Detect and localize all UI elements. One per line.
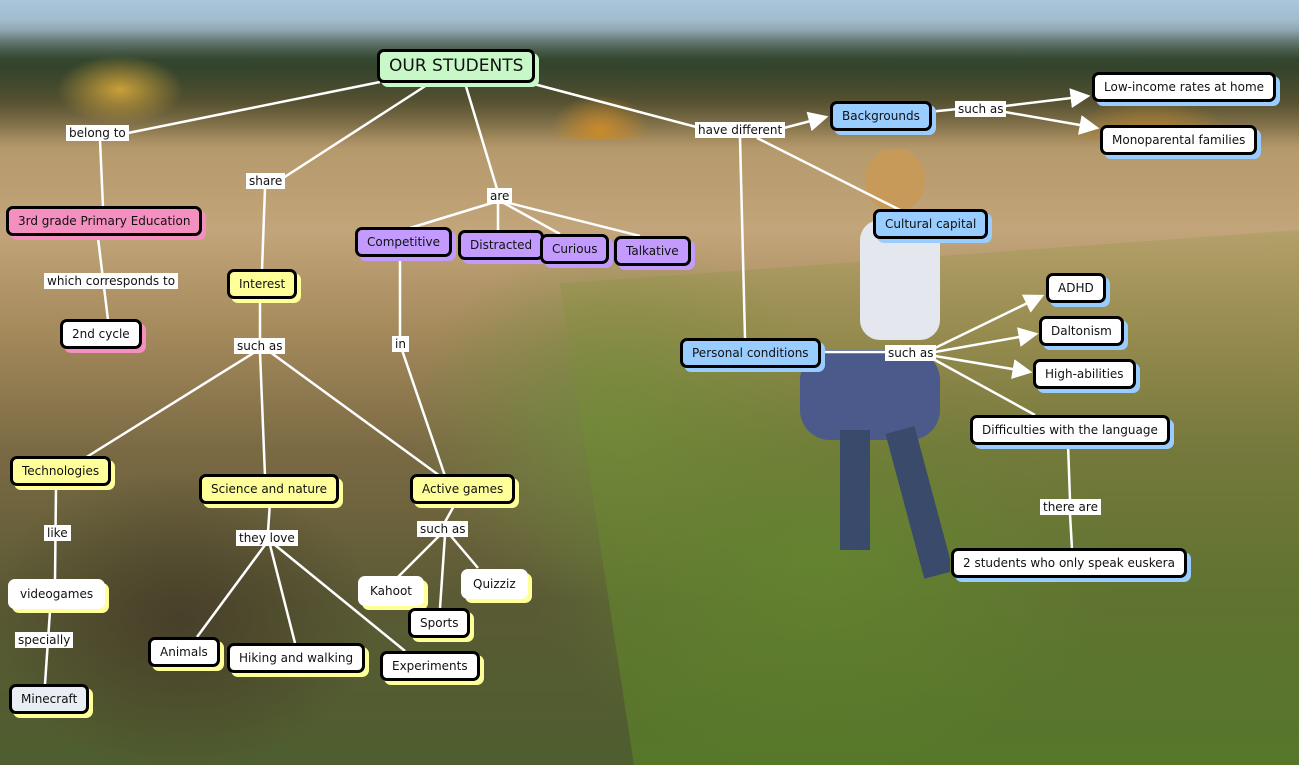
link-label-such-as-backgrounds: such as <box>955 101 1007 117</box>
node-language-difficulties[interactable]: Difficulties with the language <box>970 415 1170 445</box>
node-talkative[interactable]: Talkative <box>614 236 691 266</box>
node-backgrounds[interactable]: Backgrounds <box>830 101 932 131</box>
node-adhd[interactable]: ADHD <box>1046 273 1106 303</box>
node-personal-conditions[interactable]: Personal conditions <box>680 338 821 368</box>
node-daltonism[interactable]: Daltonism <box>1039 316 1124 346</box>
node-distracted[interactable]: Distracted <box>458 230 545 260</box>
node-experiments[interactable]: Experiments <box>380 651 480 681</box>
running-girl-image <box>800 150 950 579</box>
node-cultural-capital[interactable]: Cultural capital <box>873 209 989 239</box>
node-monoparental[interactable]: Monoparental families <box>1100 125 1258 155</box>
link-label-specially: specially <box>15 632 74 648</box>
root-node-our-students[interactable]: OUR STUDENTS <box>377 49 536 83</box>
node-science-and-nature[interactable]: Science and nature <box>199 474 340 504</box>
link-label-share: share <box>246 173 286 189</box>
link-label-such-as-games: such as <box>417 521 469 537</box>
node-curious[interactable]: Curious <box>540 234 610 264</box>
link-label-in: in <box>392 336 409 352</box>
node-sports[interactable]: Sports <box>408 608 471 638</box>
node-interest[interactable]: Interest <box>227 269 298 299</box>
link-label-like: like <box>44 525 71 541</box>
link-label-have-different: have different <box>695 122 786 138</box>
node-minecraft[interactable]: Minecraft <box>9 684 90 714</box>
node-animals[interactable]: Animals <box>148 637 220 667</box>
node-kahoot[interactable]: Kahoot <box>358 576 425 606</box>
link-label-they-love: they love <box>236 530 298 546</box>
link-label-which-corresponds-to: which corresponds to <box>44 273 179 289</box>
node-quizziz[interactable]: Quizziz <box>461 569 528 599</box>
node-3rd-grade[interactable]: 3rd grade Primary Education <box>6 206 203 236</box>
link-label-belong-to: belong to <box>66 125 129 141</box>
node-technologies[interactable]: Technologies <box>10 456 112 486</box>
link-label-such-as-conditions: such as <box>885 345 937 361</box>
link-label-there-are: there are <box>1040 499 1101 515</box>
link-label-are: are <box>487 188 513 204</box>
node-active-games[interactable]: Active games <box>410 474 516 504</box>
node-competitive[interactable]: Competitive <box>355 227 452 257</box>
node-hiking-and-walking[interactable]: Hiking and walking <box>227 643 366 673</box>
node-2nd-cycle[interactable]: 2nd cycle <box>60 319 142 349</box>
node-high-abilities[interactable]: High-abilities <box>1033 359 1136 389</box>
node-low-income[interactable]: Low-income rates at home <box>1092 72 1277 102</box>
node-euskera-students[interactable]: 2 students who only speak euskera <box>951 548 1187 578</box>
node-videogames[interactable]: videogames <box>8 579 106 609</box>
link-label-such-as: such as <box>234 338 286 354</box>
